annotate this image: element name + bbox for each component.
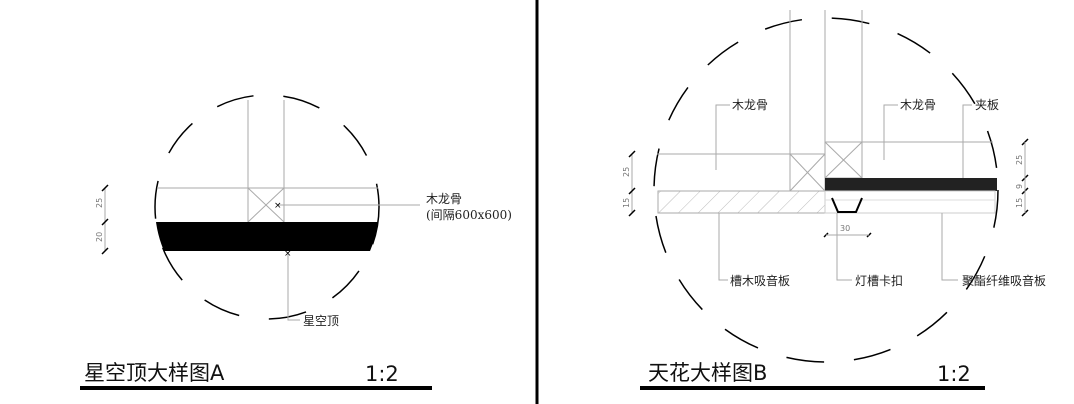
dim-right-25: 25	[1015, 155, 1024, 165]
title-detail-b: 天花大样图B	[648, 361, 767, 385]
title-underline-b	[640, 386, 985, 390]
detail-circle-a	[154, 94, 380, 320]
light-clip	[831, 197, 863, 213]
detail-a: × ×	[101, 94, 420, 321]
label-joist-spacing: (间隔600x600)	[426, 208, 512, 222]
dim-right-15: 15	[1015, 198, 1024, 208]
dim-right-9: 9	[1015, 184, 1024, 189]
groove-panel	[657, 190, 826, 214]
label-joist-left: 木龙骨	[732, 98, 768, 112]
detail-b	[628, 10, 1029, 363]
dim-20: 20	[95, 232, 104, 242]
detail-circle-b	[653, 17, 999, 363]
scale-detail-b: 1:2	[937, 362, 971, 386]
starry-ceiling-panel	[155, 222, 379, 251]
dim-25: 25	[95, 198, 104, 208]
svg-text:×: ×	[274, 201, 282, 211]
dim-left-15: 15	[622, 198, 631, 208]
label-light-clip: 灯槽卡扣	[855, 274, 903, 288]
polyester-panel	[824, 190, 996, 214]
scale-detail-a: 1:2	[365, 362, 399, 386]
label-joist-right: 木龙骨	[900, 98, 936, 112]
title-underline-a	[80, 386, 432, 390]
label-joist: 木龙骨	[426, 192, 462, 206]
dim-left-25: 25	[622, 167, 631, 177]
label-starry-ceiling: 星空顶	[303, 314, 339, 328]
label-groove-panel: 槽木吸音板	[730, 273, 790, 288]
dim-bottom-30: 30	[840, 224, 850, 233]
svg-text:×: ×	[284, 249, 292, 259]
label-plywood: 夹板	[975, 98, 999, 112]
label-polyester-panel: 聚酯纤维吸音板	[962, 273, 1046, 288]
plywood-panel	[825, 178, 997, 191]
title-detail-a: 星空顶大样图A	[84, 361, 225, 385]
